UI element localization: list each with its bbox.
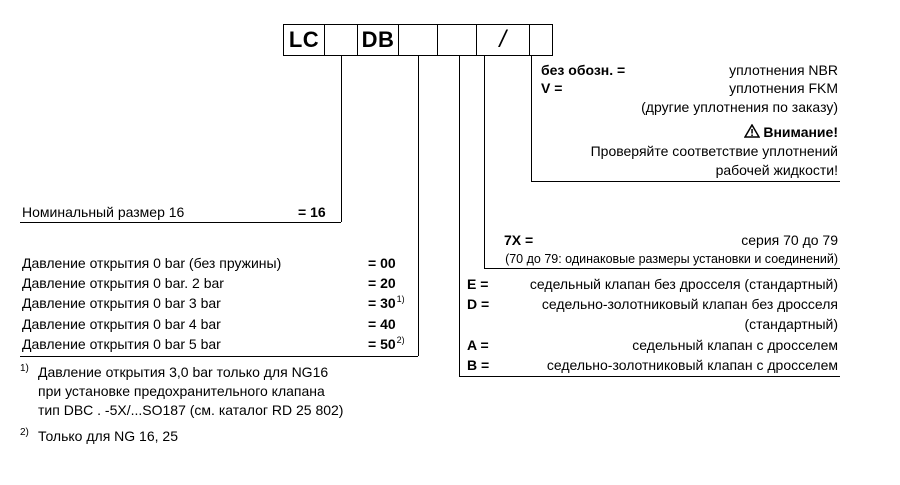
pressure-20-value: = 20 — [368, 275, 396, 291]
code-series-slash: / — [499, 26, 507, 53]
seal-other: (другие уплотнения по заказу) — [641, 99, 838, 115]
seal-v-value: уплотнения FKM — [729, 80, 838, 96]
code-box-series: / — [476, 24, 530, 56]
warning-triangle-icon — [744, 124, 761, 138]
type-d-value: седельно-золотниковый клапан без дроссел… — [541, 296, 838, 312]
pressure-20-label: Давление открытия 0 bar. 2 bar — [22, 275, 224, 291]
nominal-value: = 16 — [298, 204, 326, 220]
line-type-v — [459, 56, 460, 376]
pressure-00-label: Давление открытия 0 bar (без пружины) — [22, 255, 282, 271]
seal-none-key: без обозн. = — [541, 62, 626, 78]
attention-text: Внимание! — [763, 124, 838, 140]
line-type-h — [459, 376, 840, 377]
footnote1-line2: при установке предохранительного клапана — [38, 383, 325, 399]
line-nominal-v — [341, 56, 342, 222]
type-e-value: седельный клапан без дросселя (стандартн… — [529, 276, 838, 292]
attention-heading: Внимание! — [744, 124, 838, 141]
pressure-30-label: Давление открытия 0 bar 3 bar — [22, 295, 221, 311]
code-lc-text: LC — [288, 27, 320, 52]
series-note: (70 до 79: одинаковые размеры установки … — [505, 252, 838, 266]
pressure-30-value-text: = 30 — [368, 295, 396, 311]
pressure-50-footnote-ref: 2) — [396, 335, 405, 345]
footnote1-line3: тип DBC . -5X/...SO187 (см. каталог RD 2… — [38, 402, 344, 418]
type-a-value: седельный клапан с дросселем — [632, 337, 838, 353]
line-pressure-v — [418, 56, 419, 356]
pressure-50-value: = 502) — [368, 335, 405, 355]
type-d-key: D = — [467, 296, 490, 312]
pressure-30-footnote-ref: 1) — [396, 294, 405, 304]
pressure-30-value: = 301) — [368, 294, 405, 314]
seal-none-value: уплотнения NBR — [729, 62, 838, 78]
line-pressure-h — [20, 356, 418, 357]
type-b-key: B = — [467, 357, 490, 373]
pressure-40-label: Давление открытия 0 bar 4 bar — [22, 316, 221, 332]
pressure-50-label: Давление открытия 0 bar 5 bar — [22, 336, 221, 352]
type-b-value: седельно-золотниковый клапан с дросселем — [546, 357, 838, 373]
line-series-h — [484, 268, 840, 269]
footnote1-mark: 1) — [20, 363, 29, 374]
code-box-db: DB — [357, 24, 399, 56]
line-seal-h — [531, 181, 840, 182]
seal-check-line1: Проверяйте соответствие уплотнений — [590, 143, 838, 159]
type-a-key: A = — [467, 337, 489, 353]
line-nominal-h — [20, 222, 341, 223]
series-key: 7X = — [504, 232, 534, 248]
code-box-type — [437, 24, 477, 56]
pressure-00-value: = 00 — [368, 255, 396, 271]
nominal-label: Номинальный размер 16 — [22, 204, 185, 220]
type-d-value-cont: (стандартный) — [744, 316, 838, 332]
footnote1-line1: Давление открытия 3,0 bar только для NG1… — [38, 364, 329, 380]
series-value: серия 70 до 79 — [741, 232, 838, 248]
code-box-size — [324, 24, 358, 56]
code-box-lc: LC — [283, 24, 325, 56]
code-db-text: DB — [361, 27, 395, 52]
seal-check-line2: рабочей жидкости! — [715, 162, 838, 178]
code-box-pressure — [398, 24, 438, 56]
footnote2-line1: Только для NG 16, 25 — [38, 428, 178, 444]
pressure-50-value-text: = 50 — [368, 336, 396, 352]
line-series-v — [484, 56, 485, 268]
pressure-40-value: = 40 — [368, 316, 396, 332]
type-e-key: E = — [467, 276, 489, 292]
seal-v-key: V = — [541, 80, 563, 96]
line-seal-v — [531, 56, 532, 181]
code-box-seal — [529, 24, 553, 56]
footnote2-mark: 2) — [20, 427, 29, 438]
